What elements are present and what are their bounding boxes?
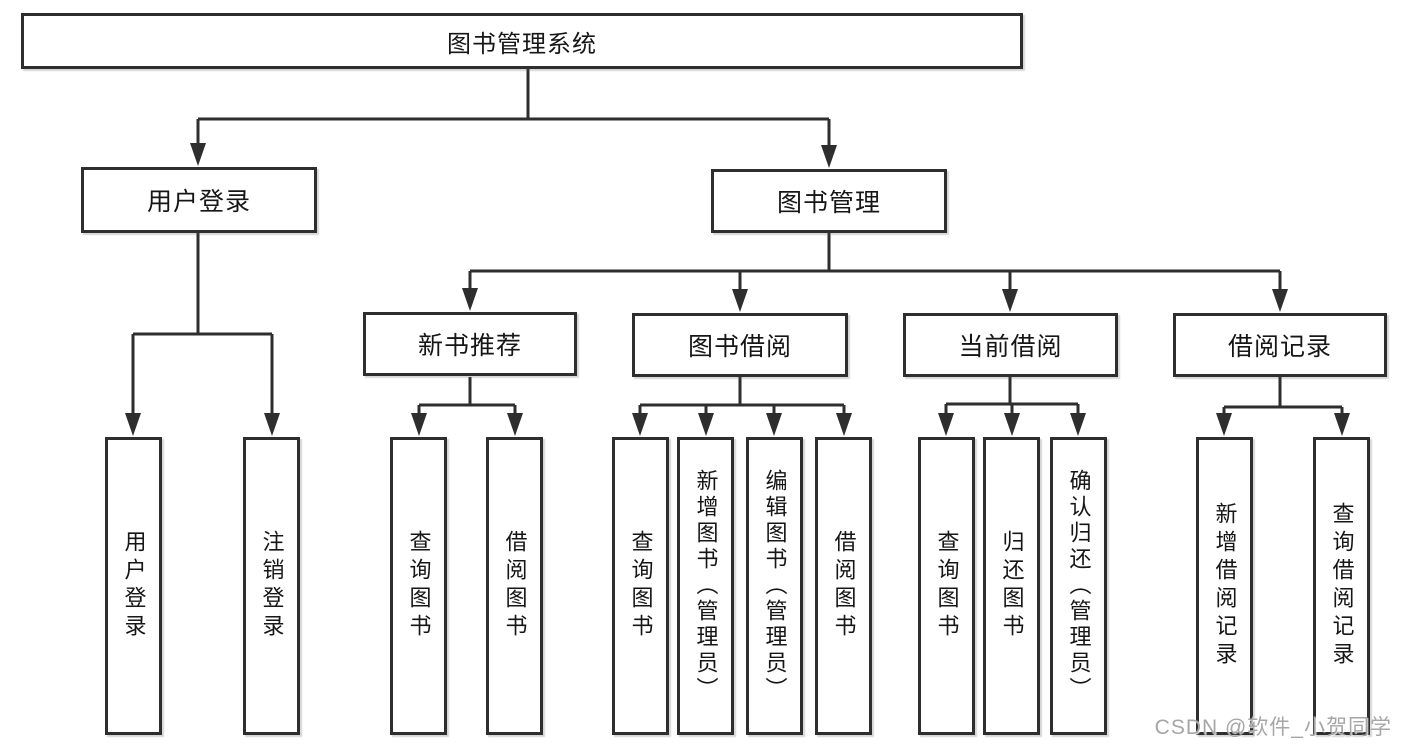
leaf-logout-label: 注销登录 (259, 530, 285, 642)
leaf-user-login-label: 用户登录 (121, 530, 147, 642)
node-book-borrow: 图书借阅 (632, 313, 848, 377)
node-new-book-recommend: 新书推荐 (363, 312, 577, 376)
csdn-watermark: CSDN @软件_小贺同学 (1154, 716, 1392, 739)
connector-new-book-children (411, 377, 523, 436)
leaf-borrow-books: 借阅图书 (815, 437, 872, 735)
leaf-borrow-books-label: 借阅图书 (831, 530, 857, 642)
connector-book-management-children (462, 233, 1288, 312)
leaf-query-books-recommend-label: 查询图书 (406, 530, 432, 642)
connector-borrow-record-children (1216, 377, 1350, 436)
leaf-query-books-borrow-label: 查询图书 (628, 530, 654, 642)
node-borrow-record: 借阅记录 (1173, 313, 1387, 377)
leaf-query-books-borrow: 查询图书 (612, 437, 669, 735)
node-borrow-record-label: 借阅记录 (1227, 333, 1332, 361)
leaf-user-login: 用户登录 (105, 437, 162, 735)
connector-current-borrow-children (938, 377, 1086, 436)
node-book-borrow-label: 图书借阅 (687, 333, 792, 361)
leaf-return-book-label: 归还图书 (999, 530, 1025, 642)
leaf-edit-book-admin-label: 编辑图书（管理员） (762, 469, 788, 703)
node-user-login-label: 用户登录 (146, 188, 251, 216)
leaf-query-books-current-label: 查询图书 (934, 530, 960, 642)
leaf-query-borrow-record-label: 查询借阅记录 (1329, 502, 1355, 670)
node-book-management: 图书管理 (711, 169, 947, 233)
leaf-add-book-admin: 新增图书（管理员） (677, 437, 734, 735)
connector-user-login-children (125, 233, 280, 436)
leaf-logout: 注销登录 (243, 437, 300, 735)
leaf-confirm-return-admin: 确认归还（管理员） (1050, 437, 1107, 735)
leaf-return-book: 归还图书 (983, 437, 1040, 735)
node-root-system-label: 图书管理系统 (447, 30, 597, 58)
node-book-management-label: 图书管理 (776, 189, 881, 217)
connector-root-to-level2 (190, 69, 837, 168)
leaf-borrow-books-recommend-label: 借阅图书 (502, 530, 528, 642)
leaf-add-book-admin-label: 新增图书（管理员） (693, 469, 719, 703)
node-current-borrow-label: 当前借阅 (958, 333, 1063, 361)
leaf-borrow-books-recommend: 借阅图书 (486, 437, 543, 735)
node-current-borrow: 当前借阅 (903, 313, 1118, 377)
leaf-edit-book-admin: 编辑图书（管理员） (746, 437, 803, 735)
leaf-add-borrow-record-label: 新增借阅记录 (1212, 502, 1238, 670)
node-root-system: 图书管理系统 (21, 13, 1023, 69)
leaf-add-borrow-record: 新增借阅记录 (1196, 437, 1253, 735)
node-user-login: 用户登录 (81, 167, 317, 233)
node-new-book-recommend-label: 新书推荐 (417, 332, 522, 360)
leaf-query-books-recommend: 查询图书 (390, 437, 447, 735)
leaf-query-books-current: 查询图书 (918, 437, 975, 735)
connector-book-borrow-children (632, 377, 852, 436)
leaf-query-borrow-record: 查询借阅记录 (1313, 437, 1370, 735)
leaf-confirm-return-admin-label: 确认归还（管理员） (1066, 469, 1092, 703)
